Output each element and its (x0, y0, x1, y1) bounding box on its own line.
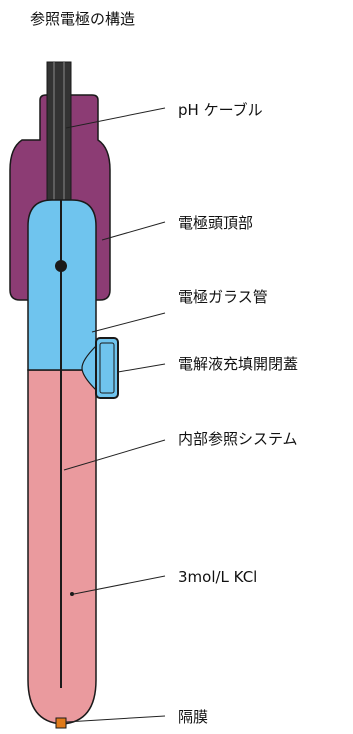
wire-junction (55, 260, 67, 272)
ph-cable (46, 61, 72, 213)
leader-diaphragm (65, 715, 166, 723)
label-internal-reference-system: 内部参照システム (178, 430, 298, 448)
leader-fill-cap (117, 363, 166, 373)
fill-cap-bulge (81, 344, 97, 392)
leader-internal-ref (63, 439, 166, 471)
leader-kcl (73, 575, 166, 595)
label-diaphragm: 隔膜 (178, 708, 208, 726)
leader-head-top (101, 221, 166, 241)
leader-cable (65, 107, 166, 129)
label-ph-cable: pH ケーブル (178, 101, 263, 119)
diaphragm (55, 717, 67, 729)
label-fill-cap: 電解液充填開閉蓋 (178, 355, 298, 373)
label-electrode-glass-tube: 電極ガラス管 (178, 288, 268, 306)
label-kcl: 3mol/L KCl (178, 568, 257, 586)
fill-cap (95, 337, 119, 399)
label-electrode-head-top: 電極頭頂部 (178, 214, 253, 232)
leader-glass-tube (91, 312, 166, 333)
wire-tip (70, 592, 74, 596)
diagram-title: 参照電極の構造 (30, 10, 135, 28)
